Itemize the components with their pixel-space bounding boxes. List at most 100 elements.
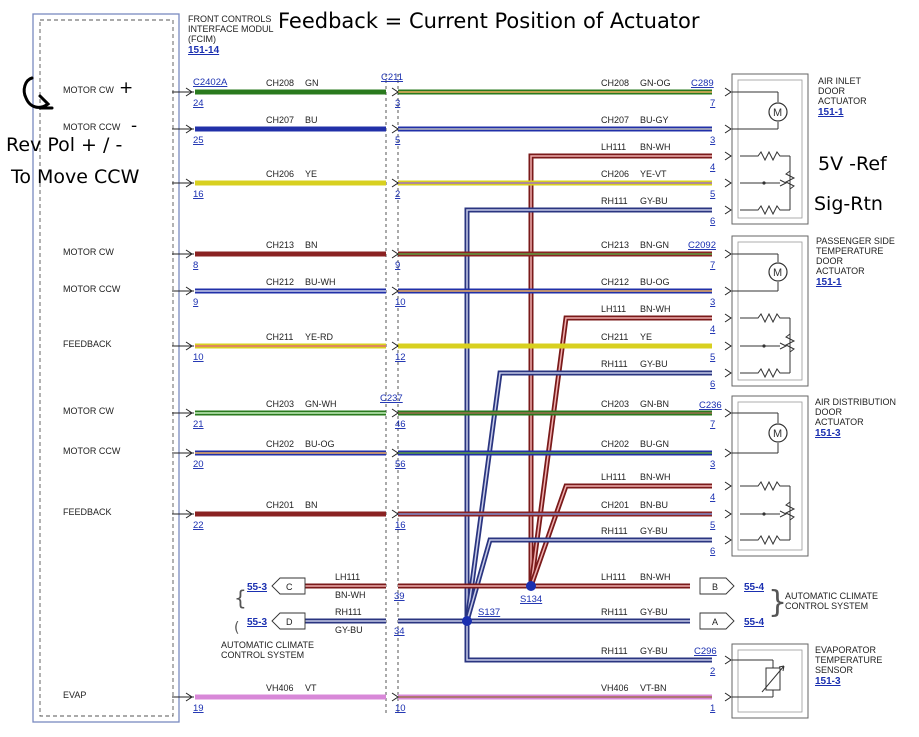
pin-middle[interactable]: 12: [395, 352, 406, 363]
acs-right-ref-top[interactable]: 55-4: [744, 582, 764, 593]
ref-pin[interactable]: 6: [710, 216, 715, 227]
signal-label: MOTOR CW: [63, 247, 114, 257]
pin-right[interactable]: 7: [710, 98, 715, 109]
acs-right-ref-bot[interactable]: 55-4: [744, 617, 764, 628]
connector-c211[interactable]: C211: [381, 72, 403, 83]
connector-c2402a[interactable]: C2402A: [193, 77, 228, 88]
pin-left[interactable]: 19: [193, 703, 204, 714]
pin-arrow-icon: [185, 286, 193, 296]
pin-left[interactable]: 21: [193, 419, 204, 430]
act1-name-1: AIR INLET: [818, 76, 862, 86]
pin-middle[interactable]: 56: [395, 459, 406, 470]
connector-c289[interactable]: C289: [691, 78, 714, 89]
pin-right[interactable]: 5: [710, 352, 715, 363]
acs-right-name-1: AUTOMATIC CLIMATE: [785, 591, 878, 601]
pin-middle[interactable]: 46: [395, 419, 406, 430]
ref-pin[interactable]: 4: [710, 492, 715, 503]
connector-c296[interactable]: C296: [694, 646, 717, 657]
ref-pin[interactable]: 2: [710, 666, 715, 677]
pin-left[interactable]: 10: [193, 352, 204, 363]
pin-left[interactable]: 16: [193, 189, 204, 200]
pin-middle[interactable]: 3: [395, 98, 400, 109]
pin-arrow-icon: [185, 408, 193, 418]
signal-label: FEEDBACK: [63, 507, 112, 517]
ref-pin[interactable]: 6: [710, 546, 715, 557]
pin-middle[interactable]: 2: [395, 189, 400, 200]
ref-circuit: RH111: [601, 526, 628, 536]
signal-label: FEEDBACK: [63, 339, 112, 349]
pin-right[interactable]: 1: [710, 703, 715, 714]
s137-label[interactable]: S137: [478, 607, 500, 618]
s134-label[interactable]: S134: [520, 594, 542, 605]
ref-pin[interactable]: 6: [710, 379, 715, 390]
ref-arrow-icon: [724, 535, 732, 545]
pin-right[interactable]: 7: [710, 419, 715, 430]
pin-left[interactable]: 22: [193, 520, 204, 531]
svg-text:M: M: [773, 428, 782, 440]
color-right: BU-GN: [640, 439, 669, 449]
pin-left[interactable]: 8: [193, 260, 198, 271]
annotation-sig-rtn: Sig-Rtn: [814, 193, 883, 215]
connector-arrow-icon: [391, 286, 399, 296]
pin-left[interactable]: 20: [193, 459, 204, 470]
pin-left[interactable]: 25: [193, 135, 204, 146]
pin-middle[interactable]: 10: [395, 703, 406, 714]
connector-arrow-icon: [391, 178, 399, 188]
ref-arrow-icon: [724, 655, 732, 665]
pin-right[interactable]: 3: [710, 297, 715, 308]
fcim-ref-link[interactable]: 151-14: [188, 45, 220, 56]
pin-right[interactable]: 3: [710, 459, 715, 470]
connector-arrow-icon: [391, 509, 399, 519]
pin-right[interactable]: 5: [710, 189, 715, 200]
act3-name-2: DOOR: [815, 407, 843, 417]
color-right: YE-VT: [640, 169, 667, 179]
connector-c2092[interactable]: C2092: [688, 240, 716, 251]
actuator-motors: MMM: [732, 91, 796, 698]
pin-right[interactable]: 7: [710, 260, 715, 271]
pin-middle[interactable]: 5: [395, 135, 400, 146]
motor-icon: M: [732, 412, 788, 454]
acs-rh-pin[interactable]: 34: [394, 626, 405, 637]
connector-c236[interactable]: C236: [699, 400, 722, 411]
connector-d-letter: D: [286, 617, 293, 627]
act2-ref-link[interactable]: 151-1: [816, 277, 842, 288]
acs-r-rh-col: GY-BU: [640, 607, 668, 617]
pin-right[interactable]: 5: [710, 520, 715, 531]
act1-ref-link[interactable]: 151-1: [818, 107, 844, 118]
connector-arrow-icon: [724, 448, 732, 458]
circuit-right: CH213: [601, 240, 629, 250]
act3-ref-link[interactable]: 151-3: [815, 428, 841, 439]
pin-left[interactable]: 24: [193, 98, 204, 109]
pin-arrow-icon: [185, 509, 193, 519]
signal-label: MOTOR CCW: [63, 284, 121, 294]
pin-middle[interactable]: 16: [395, 520, 406, 531]
ref-pin[interactable]: 4: [710, 324, 715, 335]
pin-arrow-icon: [185, 448, 193, 458]
pin-middle[interactable]: 9: [395, 260, 400, 271]
acs-r-lh-col: BN-WH: [640, 572, 671, 582]
connector-c-letter: C: [286, 582, 293, 592]
connector-d-shape: [271, 612, 306, 630]
connector-c237[interactable]: C237: [380, 393, 403, 404]
annotation-mask: [60, 170, 115, 184]
acs-lh-pin[interactable]: 39: [394, 591, 405, 602]
acs-left-ref-bot[interactable]: 55-3: [247, 617, 267, 628]
color-left: YE: [305, 169, 317, 179]
svg-text:M: M: [773, 107, 782, 119]
color-left: GN-WH: [305, 399, 337, 409]
act4-ref-link[interactable]: 151-3: [815, 676, 841, 687]
act3-name-1: AIR DISTRIBUTION: [815, 397, 896, 407]
pin-middle[interactable]: 10: [395, 297, 406, 308]
ref-pin[interactable]: 4: [710, 162, 715, 173]
acs-left-ref-top[interactable]: 55-3: [247, 582, 267, 593]
pin-right[interactable]: 3: [710, 135, 715, 146]
potentiometer-icon: [740, 480, 796, 546]
circuit-right: VH406: [601, 683, 629, 693]
color-right: BN-BU: [640, 500, 668, 510]
color-left: GN: [305, 78, 319, 88]
connector-arrow-icon: [724, 178, 732, 188]
potentiometer-icon: [740, 312, 796, 379]
pin-arrow-icon: [185, 87, 193, 97]
pin-left[interactable]: 9: [193, 297, 198, 308]
connector-arrow-icon: [391, 249, 399, 259]
